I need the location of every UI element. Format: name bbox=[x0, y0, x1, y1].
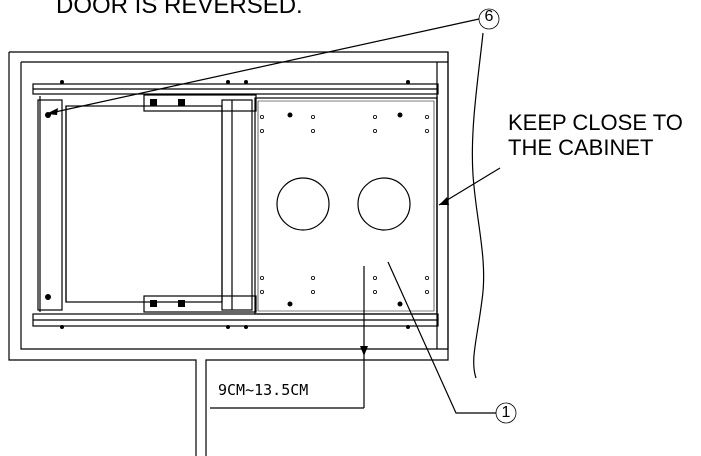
leader-cabinet bbox=[438, 167, 501, 206]
part-number-6: 6 bbox=[484, 8, 494, 25]
mid-frame bbox=[65, 105, 223, 303]
cabinet-outline bbox=[8, 51, 449, 456]
leader-part-1 bbox=[387, 261, 496, 414]
cabinet-callout: KEEP CLOSE TO THE CABINET bbox=[508, 110, 683, 160]
cable-hole-left bbox=[276, 177, 330, 231]
dimension-lines bbox=[210, 266, 365, 409]
bottom-clamp bbox=[143, 295, 257, 313]
part-6-circle bbox=[478, 8, 500, 30]
leader-part-6 bbox=[45, 18, 480, 115]
reversed-door-note: DOOR IS REVERSED. bbox=[56, 0, 303, 19]
left-bracket bbox=[37, 99, 63, 311]
cabinet-callout-line-2: THE CABINET bbox=[508, 135, 654, 160]
part-number-1: 1 bbox=[501, 404, 511, 421]
mounting-plate bbox=[254, 97, 438, 315]
distance-dimension: 9CM~13.5CM bbox=[218, 381, 309, 399]
break-line bbox=[471, 32, 485, 379]
cabinet-callout-line-1: KEEP CLOSE TO bbox=[508, 110, 683, 135]
cabinet-inner-outline bbox=[20, 61, 448, 350]
top-clamp bbox=[143, 94, 257, 112]
slide-frame bbox=[221, 99, 253, 311]
cable-hole-right bbox=[357, 177, 411, 231]
part-1-circle bbox=[495, 402, 517, 424]
